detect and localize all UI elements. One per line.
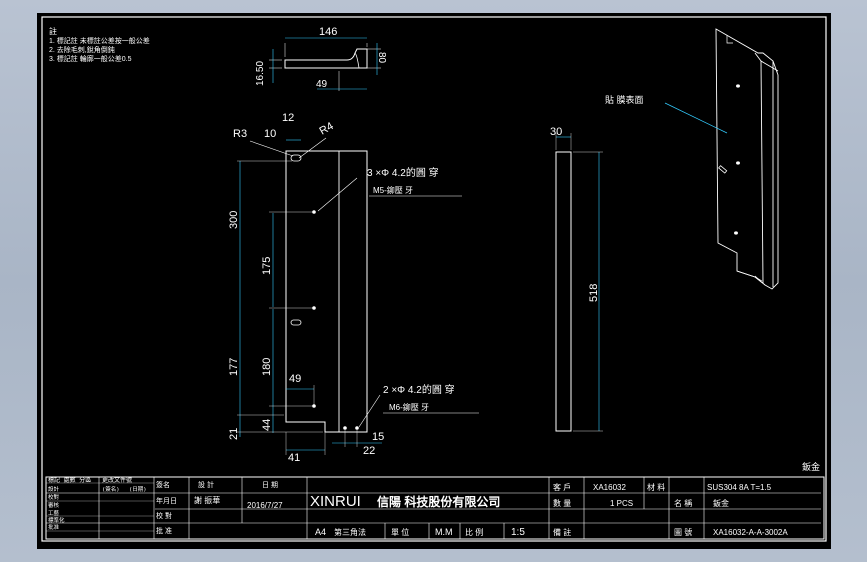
- customer-label: 客 戶: [553, 482, 571, 492]
- dim-44: 44: [261, 419, 273, 431]
- dim-300: 300: [228, 211, 240, 229]
- iso-note: 貼 膜表面: [605, 94, 644, 105]
- dim-d10: 10: [264, 128, 276, 140]
- name-label: 名 稱: [674, 498, 692, 508]
- hole3-callout-2: M5-鉚壓 牙: [373, 185, 413, 195]
- drawing-no-label: 圖 號: [674, 527, 692, 537]
- role-approve: 批 准: [156, 526, 172, 535]
- rev-row-5: 批准: [48, 523, 60, 531]
- dim-side-width: 30: [550, 126, 562, 138]
- general-notes: 註 1. 標記註 未標註公差按一般公差 2. 去除毛刺,銳角倒鈍 3. 標記註 …: [49, 26, 150, 63]
- dim-180: 180: [261, 358, 273, 376]
- remark-label: 備 註: [553, 527, 571, 537]
- note-line-1: 1. 標記註 未標註公差按一般公差: [49, 36, 150, 45]
- dim-21: 21: [228, 428, 240, 440]
- rev-row-0b: (簽名): [102, 485, 120, 493]
- rev-header-3: 簽名: [156, 480, 170, 489]
- dim-d12: 12: [282, 112, 294, 124]
- rev-header-2: 更改文件號: [102, 476, 132, 484]
- corner-mark: 鈑金: [802, 461, 820, 472]
- customer-value: XA16032: [593, 483, 626, 492]
- unit-value: M.M: [435, 527, 453, 537]
- front-view: [237, 137, 382, 455]
- designer-label: 設 計: [198, 480, 214, 489]
- notes-title: 註: [49, 26, 57, 36]
- dim-177: 177: [228, 358, 240, 376]
- company-en: XINRUI: [310, 493, 361, 510]
- dim-49b: 49: [289, 373, 301, 385]
- scale-value: 1:5: [511, 527, 525, 538]
- paper-size: A4: [315, 527, 326, 537]
- scale-label: 比 例: [465, 527, 483, 537]
- rev-row-0c: (日期): [129, 486, 147, 493]
- drawing-canvas[interactable]: 註 1. 標記註 未標註公差按一般公差 2. 去除毛刺,銳角倒鈍 3. 標記註 …: [37, 13, 831, 549]
- drawing-date: 2016/7/27: [247, 501, 283, 510]
- rev-row-1: 校對: [48, 493, 60, 501]
- dim-175: 175: [261, 257, 273, 275]
- hole3-callout: 3 ×Φ 4.2的圓 穿: [367, 166, 439, 179]
- dim-top-bottom: 49: [316, 79, 328, 90]
- drawing-number: XA16032-A-A-3002A: [713, 528, 788, 537]
- material-label: 材 料: [647, 482, 665, 492]
- name-value: 鈑金: [713, 498, 729, 508]
- note-line-3: 3. 標記註 輪廓一般公差0.5: [49, 54, 132, 63]
- designer-name: 謝 振華: [194, 495, 220, 505]
- drawing-border: [41, 16, 827, 542]
- top-view: [269, 37, 381, 91]
- hole2-callout: 2 ×Φ 4.2的圓 穿: [383, 383, 455, 396]
- dim-22: 22: [363, 445, 375, 457]
- side-view: [555, 133, 603, 432]
- rev-row-2: 審核: [48, 501, 60, 509]
- hole2-callout-2: M6-鉚壓 牙: [389, 402, 429, 412]
- dim-r3: R3: [233, 128, 247, 140]
- role-review: 校 對: [156, 511, 172, 520]
- note-line-2: 2. 去除毛刺,銳角倒鈍: [49, 45, 115, 54]
- dim-15: 15: [372, 431, 384, 443]
- dim-side-height: 518: [588, 284, 600, 302]
- cad-viewport[interactable]: 註 1. 標記註 未標註公差按一般公差 2. 去除毛刺,銳角倒鈍 3. 標記註 …: [37, 13, 831, 549]
- material-value: SUS304 8A T=1.5: [707, 483, 772, 492]
- dim-r4: R4: [318, 120, 336, 137]
- projection-angle: 第三角法: [334, 527, 366, 537]
- title-block: [45, 476, 825, 540]
- company-cn: 信陽 科技股份有限公司: [377, 494, 500, 509]
- dim-41: 41: [288, 452, 300, 464]
- iso-view: [715, 28, 779, 290]
- qty-value: 1 PCS: [610, 499, 633, 508]
- dim-top-width: 146: [319, 26, 337, 38]
- dim-top-left: 16.50: [255, 61, 266, 86]
- unit-label: 單 位: [391, 527, 409, 537]
- rev-header-4: 年月日: [156, 496, 177, 505]
- rev-row-0: 設計: [48, 485, 60, 493]
- rev-header-1: 標記 處數 分區: [48, 476, 91, 484]
- qty-label: 數 量: [553, 498, 571, 508]
- rev-row-4: 標準化: [48, 516, 65, 524]
- rev-row-3: 工藝: [48, 509, 60, 517]
- date-label: 日 期: [262, 481, 278, 489]
- dim-top-right: 80: [376, 52, 387, 64]
